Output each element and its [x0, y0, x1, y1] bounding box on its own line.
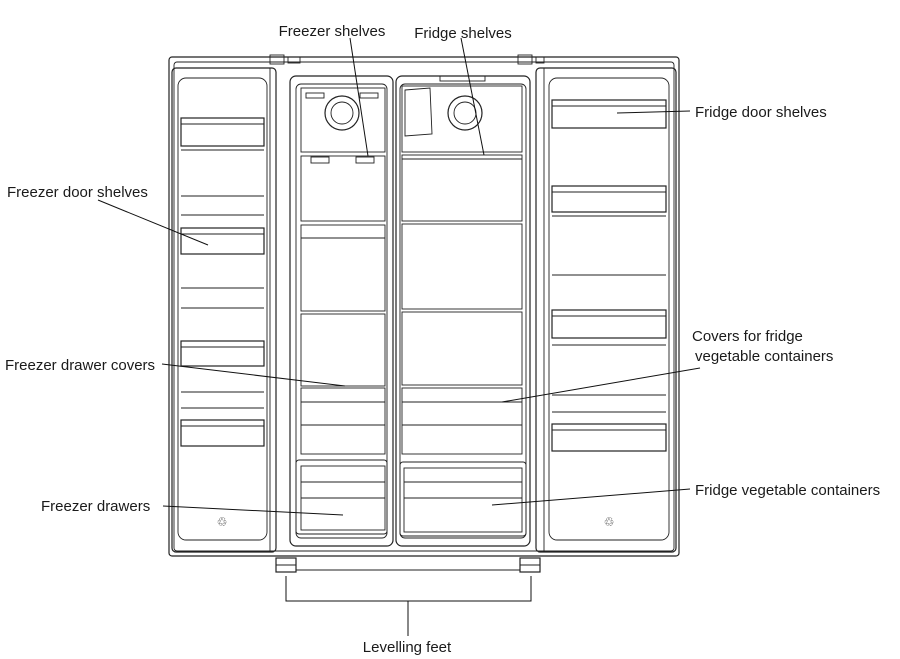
leader-freezer-drawers	[162, 505, 344, 516]
leader-fridge-vegetable-containers	[491, 488, 691, 506]
label-fridge-shelves: Fridge shelves	[414, 25, 512, 42]
leader-fridge-shelves	[460, 37, 485, 156]
leader-freezer-shelves	[349, 37, 369, 157]
label-freezer-drawer-covers: Freezer drawer covers	[5, 357, 155, 374]
leader-covers-fridge	[501, 367, 701, 403]
label-freezer-drawers: Freezer drawers	[41, 498, 150, 515]
leader-fridge-door-shelves	[616, 110, 691, 114]
freezer-door: ♲	[171, 67, 277, 553]
leader-freezer-door-shelves	[97, 199, 209, 246]
leader-lines	[97, 37, 701, 516]
cabinet-outline	[168, 54, 680, 557]
freezer-compartment	[289, 75, 394, 547]
leader-freezer-drawer-covers	[161, 363, 346, 387]
label-covers-line1: Covers for fridge	[692, 328, 803, 345]
label-covers-line2: vegetable containers	[695, 348, 833, 365]
recycle-mark: ♲	[604, 515, 615, 529]
recycle-mark: ♲	[217, 515, 228, 529]
label-levelling-feet: Levelling feet	[363, 639, 452, 656]
fridge-door: ♲	[535, 67, 677, 553]
levelling-feet	[275, 557, 541, 636]
label-fridge-vegetable-containers: Fridge vegetable containers	[695, 482, 880, 499]
fridge-compartment	[395, 75, 531, 547]
label-freezer-shelves: Freezer shelves	[279, 23, 386, 40]
label-freezer-door-shelves: Freezer door shelves	[7, 184, 148, 201]
label-fridge-door-shelves: Fridge door shelves	[695, 104, 827, 121]
